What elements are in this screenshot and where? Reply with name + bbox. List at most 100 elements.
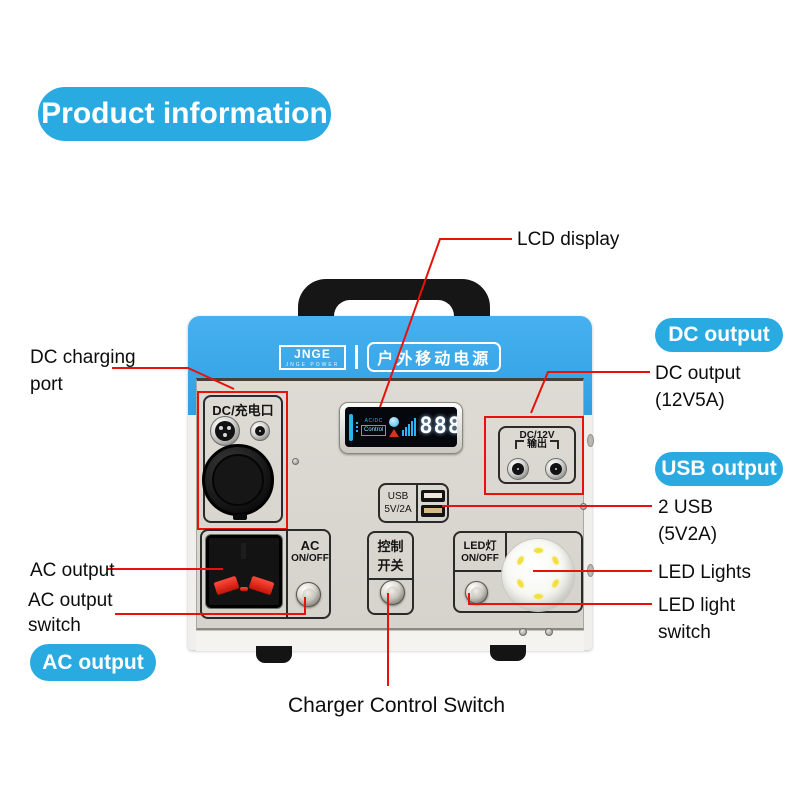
led-switch-button [465,581,488,604]
ac-group-divider [286,531,288,617]
ac-label-line2: ON/OFF [291,553,329,564]
device-name-plate: 户外移动电源 [367,342,502,372]
banner-title: Product information [41,97,328,130]
callout-led-switch-line2: switch [658,622,711,643]
led-label-line2: ON/OFF [461,553,499,564]
dc12v-output-group: DC/12V 输出 [498,426,576,484]
usb-label-cell: USB 5V/2A [380,485,416,521]
charger-control-group: 控制 开关 [367,531,414,615]
ac-group: AC ON/OFF [200,529,331,619]
jnge-logo-subtext: JNGE POWER [285,361,340,368]
dc-output-highlight-box [484,416,584,495]
callout-dc-output-line2: (12V5A) [655,390,725,411]
usb-port-2 [420,504,445,517]
case-screw [519,628,527,636]
dc-output-pill: DC output [655,318,783,352]
charger-control-button [380,580,405,605]
callout-lcd-display: LCD display [517,229,620,250]
led-label-cell: LED灯 ON/OFF [455,533,507,572]
callout-dc-charging-port: DC charging port [30,344,136,398]
barrel-jack-pin [259,430,261,432]
usb-group: USB 5V/2A [378,483,449,523]
car-socket-cover-inner [212,454,264,506]
control-label-line2: 开关 [377,558,404,573]
usb-label-line1: USB [387,491,409,502]
ac-label-line1: AC [300,538,320,553]
lcd-bulb-warning [389,417,400,437]
jnge-logo-text: JNGE [294,346,331,361]
callout-ac-switch-line2: switch [28,615,81,636]
car-socket-cover [202,444,274,516]
dc-out-jack-2-pin [555,468,557,470]
lcd-dots [356,422,358,432]
product-information-banner: Product information [38,87,331,141]
panel-screw [580,503,587,510]
device-foot [256,646,292,663]
aviation-pin [223,433,227,437]
usb-output-pill-text: USB output [661,457,777,480]
led-label-line1: LED灯 [463,540,497,552]
brand-divider [355,345,359,369]
callout-ac-output: AC output [30,560,115,581]
dc12v-label-line1: DC/12V [519,430,555,441]
callout-dc-charging-line1: DC charging [30,347,136,368]
bracket-left [515,440,524,449]
brand-row: JNGE JNGE POWER 户外移动电源 [188,334,592,380]
lcd-screen: AC/DC Control 888 [345,407,457,447]
bulb-icon [389,417,400,427]
callout-ac-switch: AC output switch [28,588,113,638]
ac-output-pill-text: AC output [42,650,144,674]
dc-out-jack-1-pin [517,468,519,470]
side-latch [587,564,594,577]
led-dome [502,539,574,611]
control-label-cell: 控制 开关 [369,533,412,580]
led-group: LED灯 ON/OFF [453,531,583,613]
callout-charger-control: Charger Control Switch [288,694,506,717]
callout-led-switch: LED light switch [658,592,735,646]
usb-output-pill: USB output [655,452,783,486]
side-latch [587,434,594,447]
warning-icon [389,429,400,437]
aviation-pin [227,426,231,430]
callout-dc-output: DC output (12V5A) [655,360,741,414]
usb-label-line2: 5V/2A [384,504,412,515]
dc-output-pill-text: DC output [668,323,770,346]
battery-icon [349,413,353,441]
jnge-logo: JNGE JNGE POWER [278,344,347,370]
power-station-body: JNGE JNGE POWER 户外移动电源 DC/充电口 [188,316,594,651]
panel-screw [292,458,299,465]
callout-usb-line1: 2 USB [658,497,713,518]
aviation-pin [219,426,223,430]
ac-output-pill: AC output [30,644,156,681]
ac-switch-label: AC ON/OFF [288,538,332,564]
cover-tab [233,514,247,520]
control-label-line1: 控制 [377,539,404,554]
callout-led-lights: LED Lights [658,562,751,583]
usb-ports-cell [416,485,447,521]
lcd-acdc-text: AC/DC [364,417,383,424]
lcd-mode-chip: AC/DC Control [361,417,387,436]
ac-socket [205,534,283,609]
dc-charging-group-label: DC/充电口 [212,403,274,418]
callout-usb-line2: (5V2A) [658,524,718,545]
lcd-bars [402,418,417,436]
front-panel: DC/充电口 [196,378,587,630]
aviation-port-face [215,421,235,441]
callout-led-switch-line1: LED light [658,595,736,616]
case-bottom-strip [196,630,584,651]
device-foot [490,645,526,661]
dc-charging-group: DC/充电口 [202,395,283,523]
dc12v-label-line2-row: 输出 [500,440,574,450]
callout-dc-output-line1: DC output [655,363,741,384]
dc12v-label-line2: 输出 [527,439,547,450]
lcd-digits: 888 [419,414,457,439]
lcd-control-text: Control [361,424,387,436]
ac-switch-button [296,582,321,607]
callout-ac-switch-line1: AC output [28,590,113,611]
callout-dc-charging-line2: port [30,374,63,395]
lcd-display: AC/DC Control 888 [339,402,463,454]
callout-usb: 2 USB (5V2A) [658,494,717,548]
usb-port-1 [420,489,445,502]
case-screw [545,628,553,636]
